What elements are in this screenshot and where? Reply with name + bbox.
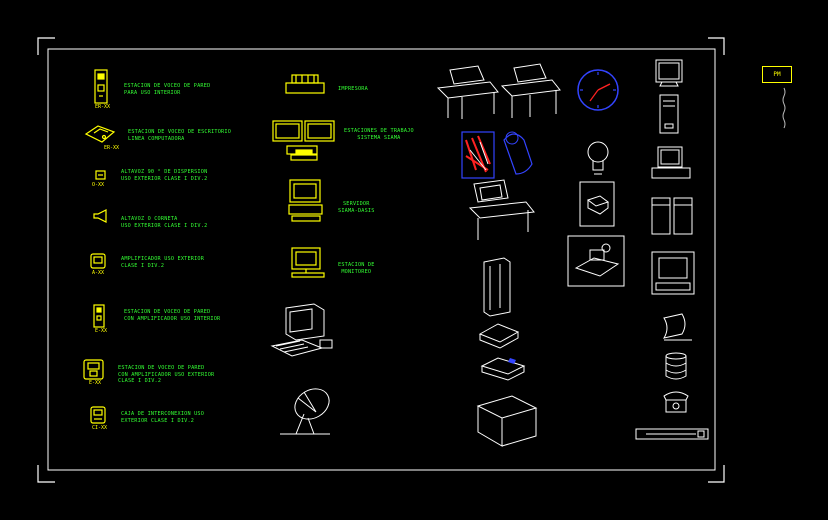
scanner-led-icon [508, 358, 516, 364]
horn-icon [93, 209, 107, 223]
speaker-90-icon [95, 170, 106, 180]
desktop-computer-icon [270, 303, 333, 357]
monitoring-station-icon [291, 247, 325, 278]
legend-text: CAJA DE INTERCONEXION USO EXTERIOR CLASE… [121, 411, 205, 424]
legend-text: ESTACION DE VOCEO DE PARED CON AMPLIFICA… [124, 309, 221, 322]
symbol-tag: O-XX [92, 182, 105, 188]
symbol-tag: E-XX [95, 328, 108, 334]
equipment-label: IMPRESORA [338, 86, 368, 92]
equipment-label: ESTACION DE MONITOREO [338, 262, 375, 275]
corner-marks [37, 37, 725, 483]
rack-tower-icon [483, 257, 511, 317]
legend-text: AMPLIFICADOR USO EXTERIOR CLASE I DIV.2 [121, 256, 205, 269]
amplifier-icon [90, 253, 106, 269]
telephone-icon [663, 391, 689, 413]
workstation-framed-icon [567, 235, 625, 287]
pc-monitor-icon [651, 146, 691, 179]
symbol-tag: ER-XX [95, 104, 111, 110]
symbol-tag: A-XX [92, 270, 105, 276]
scanner-icon [480, 357, 526, 381]
desk-station-icon [84, 125, 116, 143]
console-cabinet-icon [468, 179, 535, 240]
legend-text: ALTAVOZ 90 ° DE DISPERSION USO EXTERIOR … [121, 169, 208, 182]
equipment-label: ESTACIONES DE TRABAJO SISTEMA SIAMA [344, 128, 414, 141]
disk-stack-icon [665, 352, 687, 380]
sheet-badge-label: PM [773, 71, 781, 78]
symbol-tag: E-XX [89, 380, 102, 386]
workstations-icon [272, 120, 335, 161]
hand-keypad-icon [461, 131, 533, 179]
symbol-tag: ER-XX [104, 145, 120, 151]
legend-text: ALTAVOZ O CORNETA USO EXTERIOR CLASE I D… [121, 216, 208, 229]
satellite-dish-icon [280, 388, 330, 435]
cable-connector-icon [635, 428, 709, 440]
equipment-label: SERVIDOR SIAMA-DASIS [338, 201, 375, 214]
vertical-leader [782, 87, 786, 129]
console-desk-2-icon [500, 63, 561, 118]
sheet-badge: PM [762, 66, 792, 83]
ext-amp-station-icon [83, 359, 104, 380]
wall-station-icon [94, 69, 108, 104]
wall-clock-icon [577, 69, 619, 111]
wall-amp-station-icon [93, 304, 105, 328]
legend-text: ESTACION DE VOCEO DE PARED CON AMPLIFICA… [118, 365, 215, 384]
drawing-frame [47, 48, 716, 471]
printer-framed-icon [579, 181, 615, 227]
desktop-monitor-icon [651, 251, 695, 295]
junction-box-icon [90, 406, 106, 424]
paper-feed-icon [662, 313, 692, 341]
server-icon [288, 179, 323, 222]
legend-text: ESTACION DE VOCEO DE PARED PARA USO INTE… [124, 83, 211, 96]
modem-icon [478, 323, 520, 349]
printer-icon [285, 74, 325, 94]
tower-pc-icon [659, 94, 679, 134]
crt-monitor-icon [655, 59, 683, 87]
console-desk-1-icon [436, 65, 499, 119]
twin-towers-icon [651, 197, 693, 235]
drive-slot-icon [295, 149, 313, 154]
plotter-icon [476, 395, 538, 447]
light-bulb-icon [587, 141, 609, 175]
legend-text: ESTACION DE VOCEO DE ESCRITORIO LINEA CO… [128, 129, 232, 142]
symbol-tag: CI-XX [92, 425, 108, 431]
